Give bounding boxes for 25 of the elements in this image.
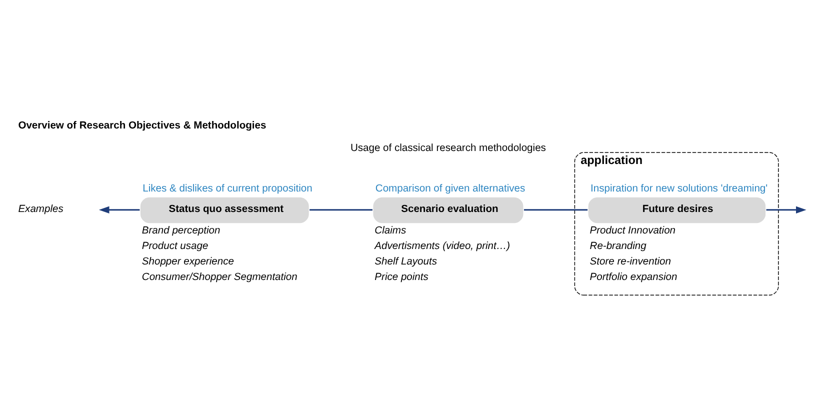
node-label: Likes & dislikes of current proposition xyxy=(142,184,312,195)
node-label: Store re-invention xyxy=(590,256,671,268)
node-label: Advertisments (video, print…) xyxy=(374,240,510,252)
node-label: Claims xyxy=(374,226,406,237)
connector xyxy=(524,209,588,211)
node-label: Comparison of given alternatives xyxy=(375,184,526,195)
node-label: Price points xyxy=(374,272,428,283)
label: Usage of classical research methodologies xyxy=(350,142,546,154)
node-label: Portfolio expansion xyxy=(590,272,678,283)
connector xyxy=(310,209,372,211)
node-label: Shelf Layouts xyxy=(374,256,437,268)
node-label: Product Innovation xyxy=(590,226,676,237)
node-box: Future desires xyxy=(588,197,766,224)
arrow xyxy=(98,206,140,214)
node-box: Status quo assessment xyxy=(140,197,309,224)
diagram-title: Overview of Research Objectives & Methodologies xyxy=(18,120,266,132)
node-label: Re-branding xyxy=(590,240,646,252)
node-label: Inspiration for new solutions 'dreaming' xyxy=(590,184,768,195)
node-label: Shopper experience xyxy=(142,256,234,268)
node-box: Scenario evaluation xyxy=(373,197,524,224)
node-label: Consumer/Shopper Segmentation xyxy=(142,272,298,283)
arrow xyxy=(766,206,806,214)
label: Examples xyxy=(18,204,64,215)
node-label: Brand perception xyxy=(142,226,220,237)
node-label: Product usage xyxy=(142,240,208,252)
